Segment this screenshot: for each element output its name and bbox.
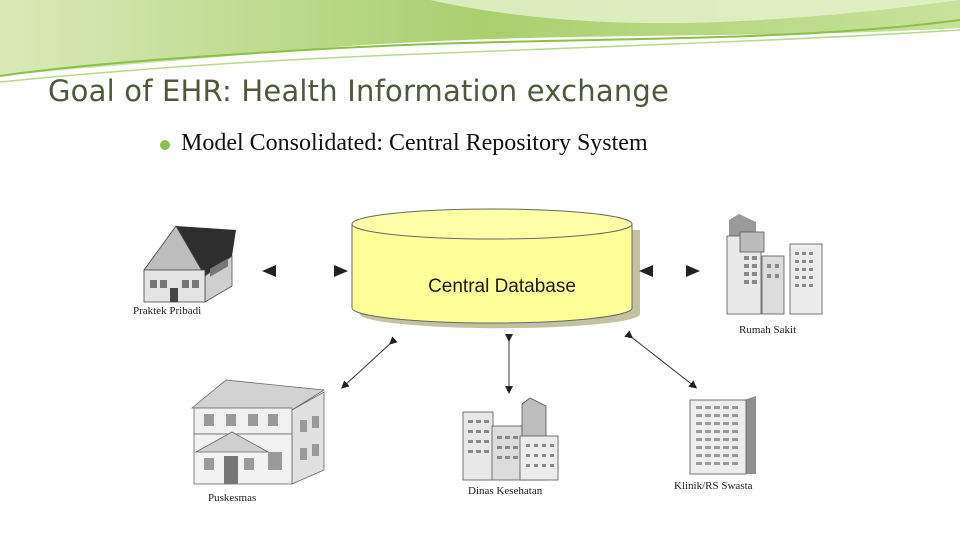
slide-title: Goal of EHR: Health Information exchange bbox=[48, 74, 670, 108]
node-label-puskesmas: Puskesmas bbox=[208, 492, 256, 504]
node-label-klinik: Klinik/RS Swasta bbox=[674, 480, 753, 492]
central-database-label: Central Database bbox=[428, 276, 576, 297]
central-database: Central Database bbox=[351, 208, 640, 329]
arrow-left-link bbox=[262, 265, 348, 277]
office-buildings-icon bbox=[462, 397, 559, 481]
node-label-rumah-sakit: Rumah Sakit bbox=[739, 324, 796, 336]
house-icon bbox=[143, 225, 236, 303]
two-story-house-icon bbox=[190, 379, 326, 485]
office-tower-icon bbox=[689, 396, 756, 475]
bullet-item: Model Consolidated: Central Repository S… bbox=[160, 130, 648, 157]
arrow-right-link bbox=[639, 265, 700, 277]
arrow-to-puskesmas bbox=[341, 336, 398, 389]
bullet-text: Model Consolidated: Central Repository S… bbox=[181, 130, 648, 156]
hospital-buildings-icon bbox=[726, 214, 823, 315]
node-label-praktek: Praktek Pribadi bbox=[133, 305, 201, 317]
bullet-dot-icon bbox=[160, 139, 170, 150]
node-label-dinas: Dinas Kesehatan bbox=[468, 485, 543, 497]
header-banner bbox=[0, 0, 960, 83]
arrow-to-klinik bbox=[624, 330, 698, 389]
